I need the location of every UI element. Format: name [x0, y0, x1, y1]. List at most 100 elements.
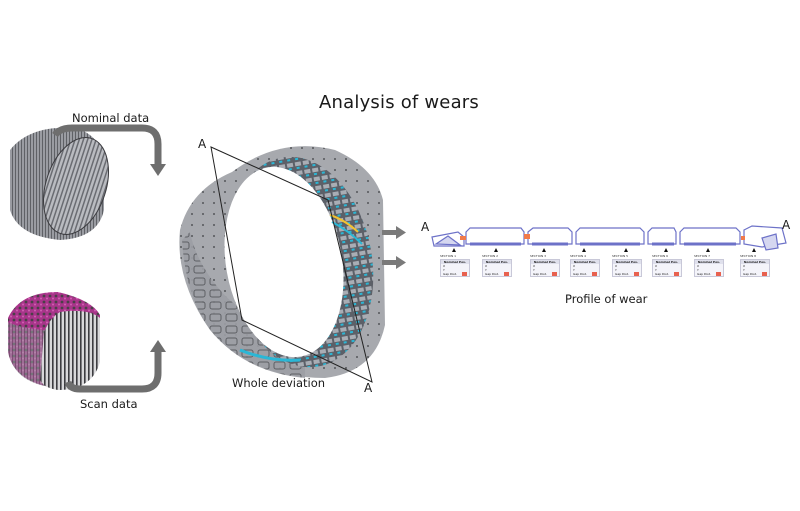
profile-label-end: A: [782, 218, 791, 232]
callout-box: Nominal Pos. X Y Gap Dist.: [440, 259, 470, 277]
wear-profile: [431, 225, 787, 251]
section-callout: SECTION 6 Nominal Pos. X Y Gap Dist.: [652, 248, 682, 277]
wear-profile-highlights: [460, 234, 745, 240]
deviation-cylinder: [179, 146, 385, 378]
callout-x-row: X: [571, 264, 599, 268]
marker-icon: [752, 248, 756, 252]
callout-gap-row: Gap Dist.: [613, 272, 641, 276]
callout-head: Nominal Pos.: [531, 260, 559, 264]
callout-x-row: X: [613, 264, 641, 268]
callout-head: Nominal Pos.: [653, 260, 681, 264]
callout-y-row: Y: [695, 268, 723, 272]
gap-label: Gap Dist.: [615, 272, 629, 276]
gap-label: Gap Dist.: [485, 272, 499, 276]
section-callout: SECTION 2 Nominal Pos. X Y Gap Dist.: [482, 248, 512, 277]
callout-x-row: X: [653, 264, 681, 268]
gap-label: Gap Dist.: [443, 272, 457, 276]
callout-id: SECTION 4: [570, 254, 587, 258]
callout-id: SECTION 8: [740, 254, 757, 258]
callout-gap-row: Gap Dist.: [695, 272, 723, 276]
callout-gap-row: Gap Dist.: [531, 272, 559, 276]
section-callout: SECTION 4 Nominal Pos. X Y Gap Dist.: [570, 248, 600, 277]
gap-label: Gap Dist.: [533, 272, 547, 276]
callout-gap-row: Gap Dist.: [741, 272, 769, 276]
callout-id: SECTION 5: [612, 254, 629, 258]
gap-value-badge: [592, 272, 597, 276]
diagram-title-text: Analysis of wears: [319, 92, 479, 113]
section-callout: SECTION 5 Nominal Pos. X Y Gap Dist.: [612, 248, 642, 277]
marker-icon: [582, 248, 586, 252]
profile-label-start: A: [421, 220, 430, 234]
y-label: Y: [655, 268, 657, 272]
gap-label: Gap Dist.: [697, 272, 711, 276]
section-plane: [210, 146, 373, 383]
section-label-end: A: [364, 381, 373, 395]
y-label: Y: [615, 268, 617, 272]
callout-box: Nominal Pos. X Y Gap Dist.: [482, 259, 512, 277]
y-label: Y: [443, 268, 445, 272]
callout-gap-row: Gap Dist.: [653, 272, 681, 276]
callout-head: Nominal Pos.: [571, 260, 599, 264]
scan-data-label: Scan data: [80, 397, 138, 411]
section-callout: SECTION 1 Nominal Pos. X Y Gap Dist.: [440, 248, 470, 277]
section-callout: SECTION 8 Nominal Pos. X Y Gap Dist.: [740, 248, 770, 277]
callout-id: SECTION 7: [694, 254, 711, 258]
nominal-arrowhead: [150, 164, 166, 176]
callout-head: Nominal Pos.: [441, 260, 469, 264]
callout-gap-row: Gap Dist.: [571, 272, 599, 276]
profile-arrows: [382, 226, 406, 269]
x-label: X: [443, 264, 446, 268]
x-label: X: [743, 264, 746, 268]
callout-x-row: X: [483, 264, 511, 268]
callout-y-row: Y: [441, 268, 469, 272]
diagram-title: Analysis of wears: [0, 92, 800, 113]
callout-y-row: Y: [483, 268, 511, 272]
y-label: Y: [573, 268, 575, 272]
gap-label: Gap Dist.: [655, 272, 669, 276]
scan-arrowhead: [150, 340, 166, 352]
nominal-arrow: [52, 124, 162, 164]
y-label: Y: [697, 268, 699, 272]
callout-box: Nominal Pos. X Y Gap Dist.: [694, 259, 724, 277]
callout-box: Nominal Pos. X Y Gap Dist.: [530, 259, 560, 277]
x-label: X: [615, 264, 618, 268]
callout-head: Nominal Pos.: [741, 260, 769, 264]
marker-icon: [494, 248, 498, 252]
callout-y-row: Y: [741, 268, 769, 272]
scan-arrow: [64, 352, 162, 393]
callout-id: SECTION 1: [440, 254, 457, 258]
x-label: X: [655, 264, 658, 268]
callout-head: Nominal Pos.: [483, 260, 511, 264]
callout-box: Nominal Pos. X Y Gap Dist.: [570, 259, 600, 277]
gap-value-badge: [762, 272, 767, 276]
callout-head: Nominal Pos.: [695, 260, 723, 264]
x-label: X: [573, 264, 576, 268]
y-label: Y: [485, 268, 487, 272]
callout-gap-row: Gap Dist.: [483, 272, 511, 276]
nominal-data-label: Nominal data: [72, 111, 150, 125]
whole-deviation-label: Whole deviation: [232, 376, 326, 390]
callout-x-row: X: [441, 264, 469, 268]
marker-icon: [542, 248, 546, 252]
gap-label: Gap Dist.: [743, 272, 757, 276]
scan-cylinder: [8, 292, 100, 390]
callout-head: Nominal Pos.: [613, 260, 641, 264]
nominal-cylinder: [10, 127, 109, 240]
callout-box: Nominal Pos. X Y Gap Dist.: [652, 259, 682, 277]
marker-icon: [706, 248, 710, 252]
section-callout: SECTION 3 Nominal Pos. X Y Gap Dist.: [530, 248, 560, 277]
gap-value-badge: [504, 272, 509, 276]
callout-gap-row: Gap Dist.: [441, 272, 469, 276]
callout-y-row: Y: [613, 268, 641, 272]
gap-value-badge: [716, 272, 721, 276]
y-label: Y: [533, 268, 535, 272]
x-label: X: [533, 264, 536, 268]
callout-id: SECTION 6: [652, 254, 669, 258]
callout-y-row: Y: [653, 268, 681, 272]
x-label: X: [485, 264, 488, 268]
profile-of-wear-label: Profile of wear: [565, 292, 648, 306]
marker-icon: [664, 248, 668, 252]
callout-id: SECTION 2: [482, 254, 499, 258]
callout-id: SECTION 3: [530, 254, 547, 258]
callout-x-row: X: [741, 264, 769, 268]
